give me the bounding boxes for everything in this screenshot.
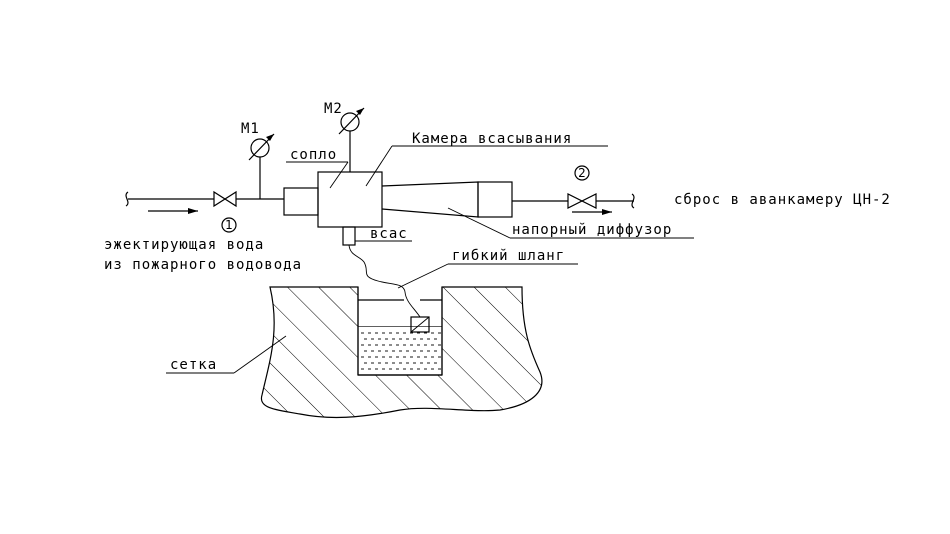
leaders — [166, 145, 694, 374]
valve-2-marker — [574, 165, 590, 181]
valve-1-number: 1 — [225, 218, 233, 232]
label-flexible-hose: гибкий шланг — [452, 248, 565, 264]
diffuser — [381, 181, 513, 218]
gauge-m1-needle-tip — [266, 134, 274, 141]
label-mesh: сетка — [170, 357, 217, 373]
gauge-m2: M2 — [324, 101, 365, 172]
gauge-m1-label: M1 — [241, 121, 260, 137]
label-nozzle: сопло — [290, 147, 337, 163]
label-ejecting-water-2: из пожарного водовода — [104, 257, 302, 273]
label-ejecting-water-1: эжектирующая вода — [104, 237, 264, 253]
flexible-hose — [348, 244, 421, 318]
valve-1-marker — [221, 217, 237, 233]
diffuser-cone — [381, 181, 479, 218]
gauge-m1-dial — [250, 138, 270, 158]
gauge-m2-needle-tip — [356, 108, 364, 115]
label-suction: всас — [370, 226, 408, 242]
suction-chamber-body — [317, 171, 383, 228]
label-discharge: сброс в аванкамеру ЦН-2 — [674, 192, 891, 208]
suction-stub — [342, 226, 356, 246]
valve-2-body — [567, 193, 597, 209]
pipe-break-right — [631, 193, 635, 209]
inlet-flow-arrowhead — [188, 208, 198, 214]
valve-2-number: 2 — [578, 166, 586, 180]
outlet-flow-arrowhead — [602, 209, 612, 215]
outlet-pipe — [512, 193, 635, 215]
leader-chamber — [365, 145, 393, 187]
leader-hose — [397, 263, 449, 289]
nozzle-body — [283, 187, 319, 216]
mesh-strainer — [410, 316, 430, 333]
diffuser-outlet — [477, 181, 513, 218]
nozzle — [283, 187, 319, 216]
valve-1-body — [213, 190, 237, 208]
label-suction-chamber: Камера всасывания — [412, 131, 572, 147]
valve-1: 1 — [213, 190, 237, 233]
gauge-m1: M1 — [241, 121, 275, 199]
water-dashes — [361, 332, 441, 370]
leader-diffuser — [447, 207, 511, 239]
gauge-m2-dial — [340, 112, 360, 132]
valve-2: 2 — [567, 165, 597, 209]
ground-hatched-area — [260, 286, 543, 419]
gauge-m2-label: M2 — [324, 101, 343, 117]
pipe-break-left — [125, 191, 129, 207]
leader-nozzle — [329, 161, 349, 189]
label-pressure-diffuser: напорный диффузор — [512, 222, 672, 238]
strainer-diagonal — [410, 316, 430, 333]
leader-mesh — [233, 335, 287, 374]
pit-water — [358, 326, 442, 370]
ground-pit — [260, 286, 543, 419]
